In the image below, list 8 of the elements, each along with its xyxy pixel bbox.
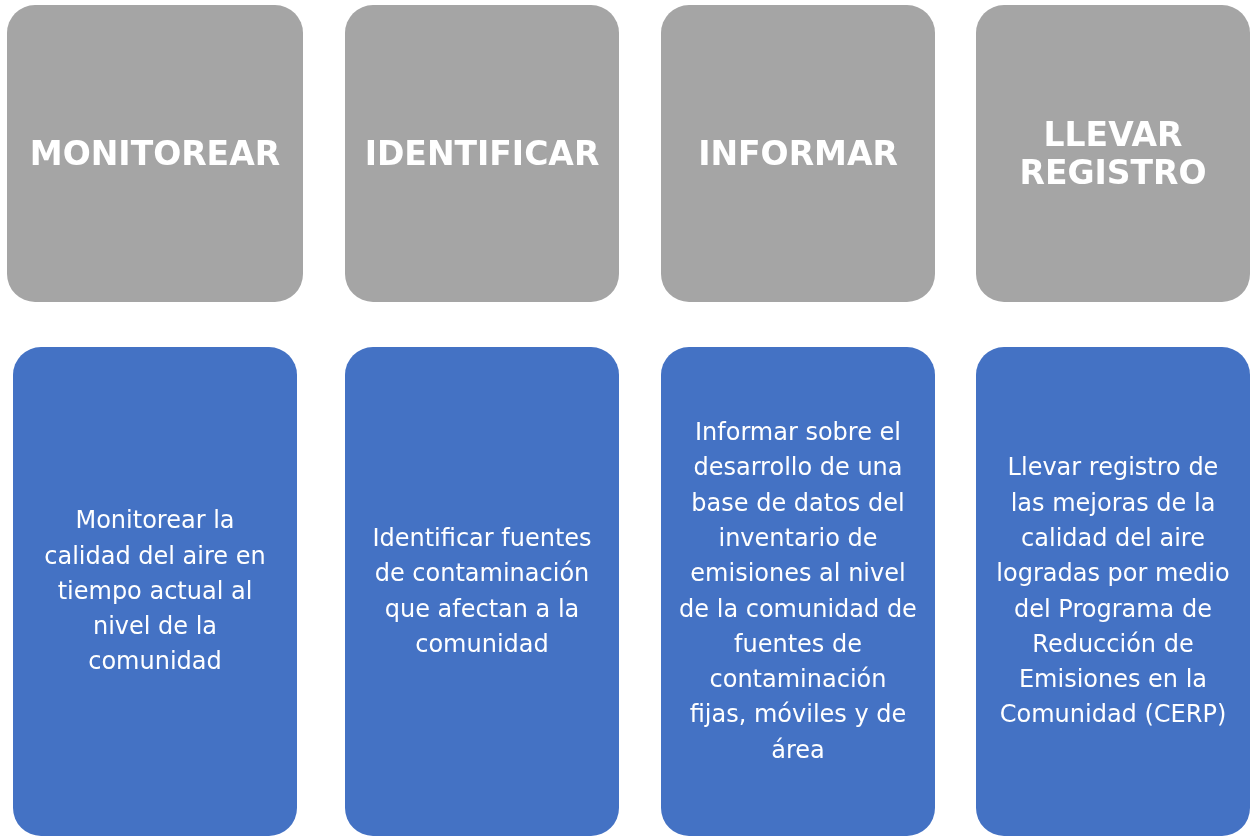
description-box: Llevar registro de las mejoras de la calidad del aire logradas por medio del Programa de Reducción de Emisiones en la Comunidad (CERP)	[976, 347, 1250, 836]
heading-box: MONITOREAR	[7, 5, 303, 302]
description-box: Identificar fuentes de contaminación que afectan a la comunidad	[345, 347, 619, 836]
description-box: Informar sobre el desarrollo de una base de datos del inventario de emisiones al nivel de la comunidad de fuentes de contaminación fijas, móviles y de área	[661, 347, 935, 836]
heading-box: IDENTIFICAR	[345, 5, 619, 302]
heading-box: LLEVAR REGISTRO	[976, 5, 1250, 302]
heading-box: INFORMAR	[661, 5, 935, 302]
description-box: Monitorear la calidad del aire en tiempo actual al nivel de la comunidad	[13, 347, 297, 836]
